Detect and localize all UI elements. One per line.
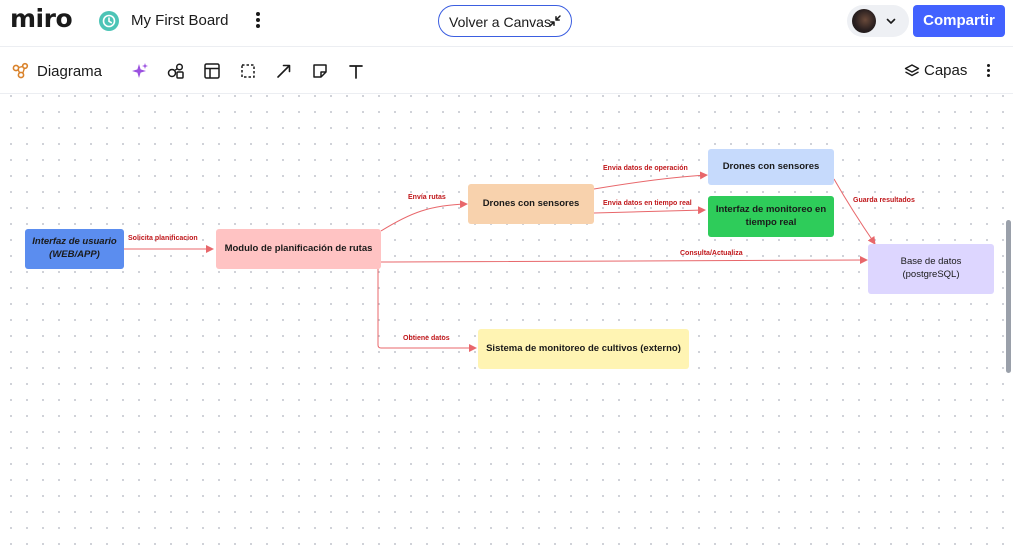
back-to-canvas-label: Volver a Canvas — [449, 14, 551, 30]
miro-logo[interactable]: miro — [10, 4, 73, 33]
edge-envia-rutas — [380, 200, 468, 232]
top-bar: miro My First Board Volver a Canvas Comp… — [0, 0, 1013, 44]
layers-icon — [904, 64, 920, 77]
board-title[interactable]: My First Board — [131, 12, 229, 29]
edge-label-envia-rutas: Envía rutas — [408, 194, 446, 201]
arrow-connector-icon[interactable] — [274, 61, 294, 81]
avatar — [852, 9, 876, 33]
edge-label-consulta: Consulta/Actualiza — [680, 250, 743, 257]
edge-obtiene — [377, 267, 477, 352]
diagram-label[interactable]: Diagrama — [37, 63, 103, 80]
frame-select-icon[interactable] — [238, 61, 258, 81]
user-menu-button[interactable] — [847, 5, 909, 37]
edge-consulta — [380, 256, 868, 265]
node-database[interactable]: Base de datos (postgreSQL) — [868, 244, 994, 294]
edge-label-envia-tiempo-real: Envia datos en tiempo real — [603, 200, 692, 207]
diagram-connectors — [124, 171, 876, 352]
board-canvas[interactable]: Interfaz de usuario (WEB/APP) Modulo de … — [0, 95, 1013, 551]
text-icon[interactable] — [346, 61, 366, 81]
ai-sparkle-icon[interactable] — [130, 61, 150, 81]
edge-label-solicita: Solicita planificacion — [128, 235, 198, 242]
back-to-canvas-button[interactable]: Volver a Canvas — [438, 5, 572, 37]
node-crop-system[interactable]: Sistema de monitoreo de cultivos (extern… — [478, 329, 689, 369]
node-drones-sensors-1[interactable]: Drones con sensores — [468, 184, 594, 224]
node-drones-sensors-2[interactable]: Drones con sensores — [708, 149, 834, 185]
edge-envia-tiempo-real — [593, 206, 706, 215]
diagram-toolbar: Diagrama — [0, 46, 1013, 94]
share-button[interactable]: Compartir — [913, 5, 1005, 37]
board-menu-icon[interactable] — [250, 10, 266, 32]
edge-label-obtiene: Obtiene datos — [403, 335, 450, 342]
diagram-icon[interactable] — [11, 61, 31, 81]
sticky-note-icon[interactable] — [310, 61, 330, 81]
layers-button[interactable]: Capas — [904, 61, 968, 81]
shapes-icon[interactable] — [166, 61, 186, 81]
board-clock-icon[interactable] — [99, 11, 119, 31]
edge-envia-operacion — [593, 171, 708, 190]
chevron-down-icon — [886, 18, 896, 24]
node-monitor-ui[interactable]: Interfaz de monitoreo en tiempo real — [708, 196, 834, 237]
node-route-module[interactable]: Modulo de planificación de rutas — [216, 229, 381, 269]
node-user-interface[interactable]: Interfaz de usuario (WEB/APP) — [25, 229, 124, 269]
toolbar-more-icon[interactable] — [983, 62, 993, 80]
template-icon[interactable] — [202, 61, 222, 81]
edge-guarda — [833, 178, 876, 245]
edge-label-guarda: Guarda resultados — [853, 197, 915, 204]
layers-label: Capas — [924, 62, 968, 79]
vertical-scrollbar[interactable] — [1006, 220, 1011, 373]
collapse-arrows-icon — [549, 15, 561, 27]
edge-label-envia-operacion: Envia datos de operación — [603, 165, 688, 172]
